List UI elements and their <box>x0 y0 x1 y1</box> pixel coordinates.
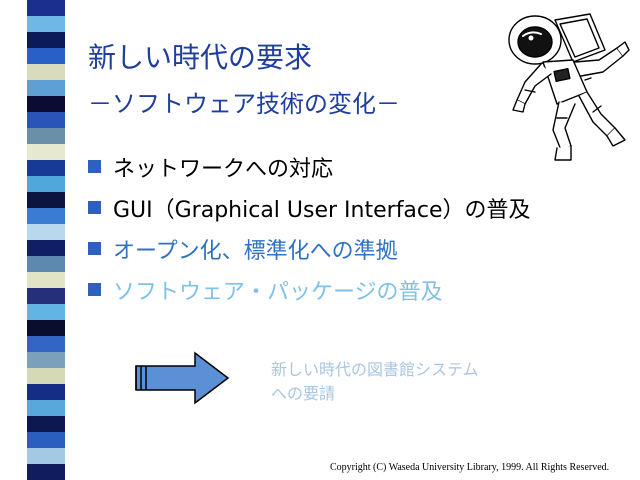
stripe-segment <box>27 432 65 448</box>
stripe-segment <box>27 80 65 96</box>
astronaut-illustration <box>508 13 630 161</box>
bullet-item: オープン化、標準化への準拠 <box>88 228 531 269</box>
stripe-segment <box>27 192 65 208</box>
stripe-segment <box>27 416 65 432</box>
conclusion-line: 新しい時代の図書館システム <box>271 360 479 379</box>
bullet-item: ネットワークへの対応 <box>88 146 531 187</box>
stripe-segment <box>27 272 65 288</box>
bullet-text: オープン化、標準化への準拠 <box>113 238 398 264</box>
right-arrow-icon <box>135 351 230 405</box>
bullet-list: ネットワークへの対応 GUI（Graphical User Interface）… <box>88 146 531 310</box>
stripe-segment <box>27 224 65 240</box>
slide-subtitle: －ソフトウェア技術の変化－ <box>88 90 400 118</box>
stripe-segment <box>27 352 65 368</box>
bullet-text: ソフトウェア・パッケージの普及 <box>113 279 443 305</box>
stripe-segment <box>27 128 65 144</box>
stripe-segment <box>27 288 65 304</box>
stripe-segment <box>27 64 65 80</box>
square-bullet-icon <box>88 283 101 296</box>
stripe-segment <box>27 304 65 320</box>
stripe-segment <box>27 16 65 32</box>
stripe-segment <box>27 240 65 256</box>
conclusion-text: 新しい時代の図書館システム への要請 <box>271 358 551 406</box>
stripe-segment <box>27 320 65 336</box>
stripe-segment <box>27 96 65 112</box>
copyright-notice: Copyright (C) Waseda University Library,… <box>330 462 610 473</box>
stripe-segment <box>27 336 65 352</box>
stripe-segment <box>27 112 65 128</box>
bullet-item: GUI（Graphical User Interface）の普及 <box>88 187 531 228</box>
stripe-segment <box>27 384 65 400</box>
square-bullet-icon <box>88 242 101 255</box>
stripe-segment <box>27 0 65 16</box>
stripe-segment <box>27 48 65 64</box>
stripe-segment <box>27 400 65 416</box>
bullet-text: ネットワークへの対応 <box>113 156 334 182</box>
conclusion-line: への要請 <box>271 384 336 403</box>
bullet-text: GUI（Graphical User Interface）の普及 <box>113 197 531 223</box>
stripe-segment <box>27 176 65 192</box>
stripe-segment <box>27 256 65 272</box>
stripe-segment <box>27 32 65 48</box>
stripe-segment <box>27 144 65 160</box>
stripe-segment <box>27 160 65 176</box>
stripe-segment <box>27 208 65 224</box>
square-bullet-icon <box>88 160 101 173</box>
stripe-segment <box>27 448 65 464</box>
square-bullet-icon <box>88 201 101 214</box>
bullet-item: ソフトウェア・パッケージの普及 <box>88 269 531 310</box>
stripe-segment <box>27 368 65 384</box>
stripe-segment <box>27 464 65 480</box>
decorative-stripe <box>27 0 65 480</box>
slide-title: 新しい時代の要求 <box>88 41 313 74</box>
